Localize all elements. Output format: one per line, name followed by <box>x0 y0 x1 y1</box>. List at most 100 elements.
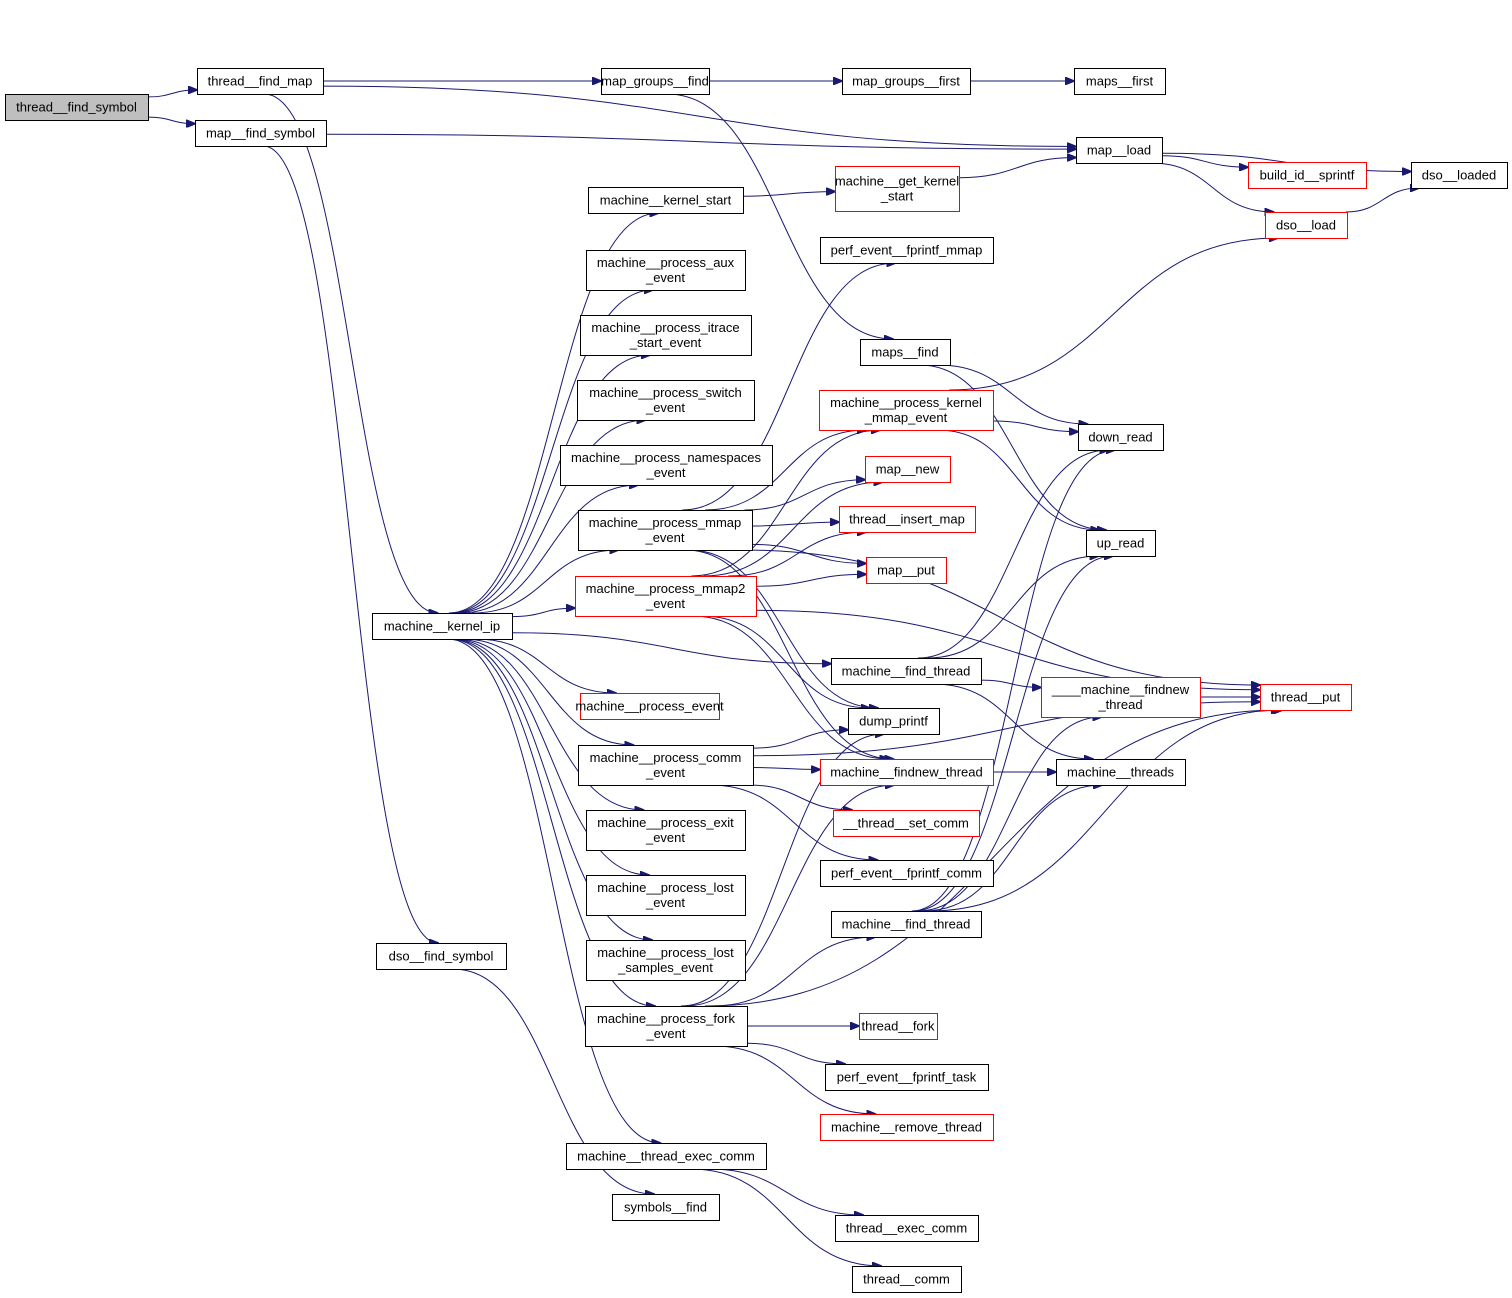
function-node[interactable]: build_id__sprintf <box>1248 162 1367 189</box>
function-node[interactable]: machine__process_lost_samples_event <box>586 940 746 981</box>
function-node-box[interactable] <box>1265 212 1348 239</box>
function-node[interactable]: map__find_symbol <box>195 120 327 147</box>
function-node-box[interactable] <box>566 1143 767 1170</box>
function-node-box[interactable] <box>1041 677 1201 718</box>
function-node-box[interactable] <box>586 875 746 916</box>
function-node[interactable]: dso__loaded <box>1411 162 1508 189</box>
function-node[interactable]: machine__process_switch_event <box>577 380 755 421</box>
function-node-box[interactable] <box>825 1064 989 1091</box>
function-node-box[interactable] <box>586 810 746 851</box>
function-node-box[interactable] <box>819 390 994 431</box>
function-node[interactable]: thread__put <box>1260 684 1352 711</box>
function-node-box[interactable] <box>612 1194 720 1221</box>
function-node-box[interactable] <box>588 187 744 214</box>
function-node[interactable]: machine__process_exit_event <box>586 810 746 851</box>
function-node-box[interactable] <box>820 237 994 264</box>
function-node[interactable]: machine__find_thread <box>831 911 982 938</box>
function-node[interactable]: thread__insert_map <box>839 506 976 533</box>
function-node[interactable]: machine__process_comm_event <box>578 745 754 786</box>
function-node-box[interactable] <box>852 1266 962 1293</box>
function-node-box[interactable] <box>197 68 324 95</box>
function-node[interactable]: machine__process_fork_event <box>585 1006 748 1047</box>
function-node-box[interactable] <box>1074 68 1166 95</box>
function-node-box[interactable] <box>839 506 976 533</box>
function-node[interactable]: machine__get_kernel_start <box>835 166 960 212</box>
function-node-box[interactable] <box>1260 684 1352 711</box>
function-node[interactable]: down_read <box>1078 424 1164 451</box>
function-node-box[interactable] <box>586 940 746 981</box>
function-node-box[interactable] <box>831 911 982 938</box>
function-node[interactable]: thread__exec_comm <box>835 1215 979 1242</box>
function-node[interactable]: up_read <box>1086 530 1156 557</box>
function-node[interactable]: machine__thread_exec_comm <box>566 1143 767 1170</box>
function-node-box[interactable] <box>1076 137 1163 164</box>
function-node[interactable]: maps__first <box>1074 68 1166 95</box>
function-node[interactable]: maps__find <box>860 339 951 366</box>
function-node-box[interactable] <box>860 339 951 366</box>
function-node-box[interactable] <box>560 445 773 486</box>
function-node-box[interactable] <box>866 557 947 584</box>
function-node-box[interactable] <box>376 943 507 970</box>
function-node-box[interactable] <box>820 860 994 887</box>
function-node[interactable]: map_groups__find <box>601 68 710 95</box>
function-node[interactable]: machine__kernel_ip <box>372 613 513 640</box>
function-node[interactable]: machine__remove_thread <box>820 1114 994 1141</box>
function-node[interactable]: map_groups__first <box>842 68 971 95</box>
function-node[interactable]: thread__find_map <box>197 68 324 95</box>
function-node-box[interactable] <box>820 1114 994 1141</box>
function-node-box[interactable] <box>577 380 755 421</box>
function-node-box[interactable] <box>859 1013 938 1040</box>
function-node[interactable]: perf_event__fprintf_mmap <box>820 237 994 264</box>
function-node-box[interactable] <box>580 315 752 356</box>
function-node-box[interactable] <box>833 810 980 837</box>
function-node-box[interactable] <box>1248 162 1367 189</box>
function-node[interactable]: symbols__find <box>612 1194 720 1221</box>
function-node-box[interactable] <box>601 68 710 95</box>
function-node-box[interactable] <box>5 94 149 121</box>
function-node-box[interactable] <box>585 1006 748 1047</box>
function-node[interactable]: ____machine__findnew_thread <box>1041 677 1201 718</box>
function-node[interactable]: thread__comm <box>852 1266 962 1293</box>
function-node[interactable]: machine__process_event <box>575 693 724 720</box>
function-node[interactable]: machine__process_lost_event <box>586 875 746 916</box>
function-node-box[interactable] <box>1078 424 1164 451</box>
function-node-box[interactable] <box>575 576 757 617</box>
function-node-box[interactable] <box>835 166 960 212</box>
function-node-box[interactable] <box>848 708 940 735</box>
function-node[interactable]: map__load <box>1076 137 1163 164</box>
function-node-box[interactable] <box>580 693 720 720</box>
function-node[interactable]: machine__process_mmap2_event <box>575 576 757 617</box>
function-node[interactable]: dso__find_symbol <box>376 943 507 970</box>
function-node[interactable]: __thread__set_comm <box>833 810 980 837</box>
function-node-box[interactable] <box>1411 162 1508 189</box>
function-node-box[interactable] <box>1056 759 1186 786</box>
function-node-box[interactable] <box>865 456 951 483</box>
function-node-box[interactable] <box>820 759 994 786</box>
function-node[interactable]: machine__process_aux_event <box>586 250 746 291</box>
function-node[interactable]: machine__process_mmap_event <box>578 510 753 551</box>
function-node[interactable]: perf_event__fprintf_task <box>825 1064 989 1091</box>
function-node-box[interactable] <box>372 613 513 640</box>
function-node[interactable]: dso__load <box>1265 212 1348 239</box>
function-node[interactable]: map__new <box>865 456 951 483</box>
function-node-box[interactable] <box>831 658 982 685</box>
function-node[interactable]: machine__process_itrace_start_event <box>580 315 752 356</box>
function-node[interactable]: machine__threads <box>1056 759 1186 786</box>
function-node[interactable]: dump_printf <box>848 708 940 735</box>
function-node-box[interactable] <box>578 510 753 551</box>
function-node[interactable]: perf_event__fprintf_comm <box>820 860 994 887</box>
function-node[interactable]: machine__process_kernel_mmap_event <box>819 390 994 431</box>
function-node-box[interactable] <box>578 745 754 786</box>
function-node-box[interactable] <box>586 250 746 291</box>
function-node-box[interactable] <box>835 1215 979 1242</box>
function-node[interactable]: map__put <box>866 557 947 584</box>
function-node[interactable]: machine__findnew_thread <box>820 759 994 786</box>
function-node[interactable]: machine__process_namespaces_event <box>560 445 773 486</box>
function-node[interactable]: machine__find_thread <box>831 658 982 685</box>
function-node[interactable]: thread__fork <box>859 1013 938 1040</box>
function-node[interactable]: thread__find_symbol <box>5 94 149 121</box>
function-node-box[interactable] <box>842 68 971 95</box>
function-node-box[interactable] <box>195 120 327 147</box>
function-node-box[interactable] <box>1086 530 1156 557</box>
function-node[interactable]: machine__kernel_start <box>588 187 744 214</box>
